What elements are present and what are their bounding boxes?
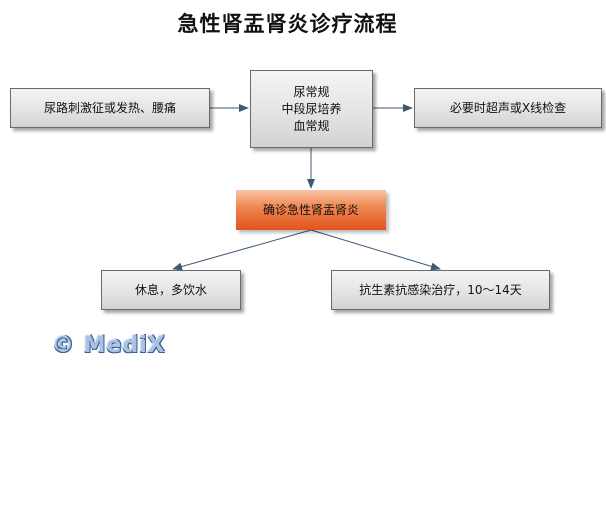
node-rest-label: 休息，多饮水 xyxy=(134,282,207,297)
node-symptoms-label: 尿路刺激征或发热、腰痛 xyxy=(43,100,176,115)
node-antibiotics-label: 抗生素抗感染治疗，10～14天 xyxy=(359,282,522,297)
node-symptoms: 尿路刺激征或发热、腰痛 xyxy=(10,88,210,128)
node-imaging: 必要时超声或X线检查 xyxy=(414,88,602,128)
arrow-diagnosis-to-antibiotics xyxy=(310,229,441,271)
node-lab-tests: 尿常规 中段尿培养 血常规 xyxy=(250,70,373,148)
node-diagnosis: 确诊急性肾盂肾炎 xyxy=(236,190,386,230)
node-tests-line-2: 中段尿培养 xyxy=(281,101,342,116)
node-imaging-label: 必要时超声或X线检查 xyxy=(449,100,567,115)
node-rest: 休息，多饮水 xyxy=(101,270,241,310)
node-antibiotics: 抗生素抗感染治疗，10～14天 xyxy=(331,270,550,310)
arrow-diagnosis-to-rest xyxy=(172,229,312,271)
medix-watermark: © MediX xyxy=(52,333,166,358)
diagram-title: 急性肾盂肾炎诊疗流程 xyxy=(177,11,398,36)
node-diagnosis-label: 确诊急性肾盂肾炎 xyxy=(262,202,359,217)
node-tests-line-3: 血常规 xyxy=(293,118,330,133)
node-tests-line-1: 尿常规 xyxy=(293,84,330,99)
